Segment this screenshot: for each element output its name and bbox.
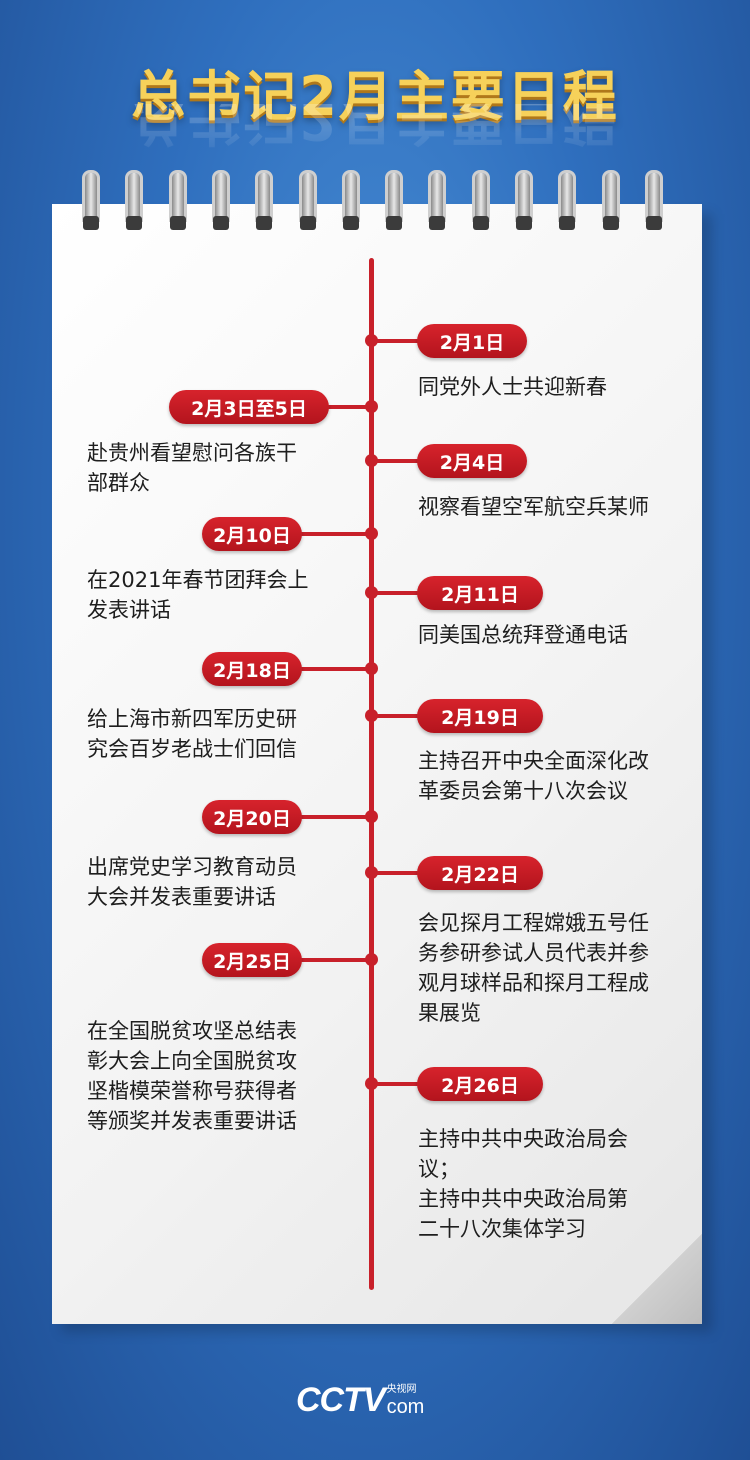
timeline-connector: [292, 667, 370, 671]
date-pill: 2月19日: [417, 699, 543, 733]
date-pill: 2月25日: [202, 943, 302, 977]
timeline-dot: [365, 662, 378, 675]
event-text: 出席党史学习教育动员 大会并发表重要讲话: [87, 855, 297, 909]
timeline-dot: [365, 334, 378, 347]
timeline-connector: [372, 591, 424, 595]
timeline-connector: [292, 815, 370, 819]
timeline-dot: [365, 400, 378, 413]
timeline-dot: [365, 454, 378, 467]
date-pill: 2月1日: [417, 324, 527, 358]
event-text: 主持召开中央全面深化改 革委员会第十八次会议: [418, 749, 649, 803]
date-pill: 2月10日: [202, 517, 302, 551]
binding-ring: [211, 170, 230, 232]
binding-ring: [298, 170, 317, 232]
logo-suffix: com: [386, 1396, 425, 1418]
event-text: 会见探月工程嫦娥五号任 务参研参试人员代表并参 观月球样品和探月工程成 果展览: [418, 911, 649, 1025]
event-text: 赴贵州看望慰问各族干 部群众: [87, 441, 297, 495]
event-text: 给上海市新四军历史研 究会百岁老战士们回信: [87, 707, 297, 761]
logo-cn: 央视网: [386, 1384, 417, 1395]
timeline-connector: [292, 532, 370, 536]
binding-ring: [428, 170, 447, 232]
binding-ring: [341, 170, 360, 232]
event-text: 视察看望空军航空兵某师: [418, 495, 649, 519]
timeline-connector: [292, 958, 370, 962]
timeline-connector: [372, 1082, 424, 1086]
event-text: 同党外人士共迎新春: [418, 375, 607, 399]
timeline-dot: [365, 810, 378, 823]
timeline-dot: [365, 953, 378, 966]
binding-ring: [471, 170, 490, 232]
binding-ring: [601, 170, 620, 232]
timeline-dot: [365, 527, 378, 540]
event-text: 在2021年春节团拜会上 发表讲话: [87, 568, 309, 622]
event-text: 同美国总统拜登通电话: [418, 623, 628, 647]
date-pill: 2月18日: [202, 652, 302, 686]
binding-ring: [644, 170, 663, 232]
timeline-dot: [365, 586, 378, 599]
notebook-page: [52, 204, 702, 1324]
timeline-dot: [365, 866, 378, 879]
binding-ring: [255, 170, 274, 232]
timeline-connector: [315, 405, 370, 409]
binding-ring: [558, 170, 577, 232]
cctv-logo: CCTV 央视网 com: [296, 1378, 424, 1418]
event-text: 在全国脱贫攻坚总结表 彰大会上向全国脱贫攻 坚楷模荣誉称号获得者 等颁奖并发表重…: [87, 1019, 297, 1133]
binding-ring: [82, 170, 100, 232]
binding-ring: [125, 170, 144, 232]
event-text: 主持中共中央政治局会 议； 主持中共中央政治局第 二十八次集体学习: [418, 1127, 628, 1241]
timeline-connector: [372, 714, 424, 718]
date-pill: 2月26日: [417, 1067, 543, 1101]
date-pill: 2月20日: [202, 800, 302, 834]
date-pill: 2月3日至5日: [169, 390, 329, 424]
page-title: 总书记2月主要日程: [131, 65, 619, 128]
page-curl: [612, 1234, 702, 1324]
date-pill: 2月4日: [417, 444, 527, 478]
date-pill: 2月11日: [417, 576, 543, 610]
date-pill: 2月22日: [417, 856, 543, 890]
timeline-line: [369, 258, 374, 1290]
timeline-connector: [372, 459, 424, 463]
timeline-dot: [365, 709, 378, 722]
logo-brand: CCTV: [296, 1381, 386, 1419]
binding-ring: [515, 170, 533, 232]
timeline-connector: [372, 339, 424, 343]
timeline-dot: [365, 1077, 378, 1090]
binding-ring: [385, 170, 404, 232]
timeline-connector: [372, 871, 424, 875]
binding-ring: [168, 170, 187, 232]
